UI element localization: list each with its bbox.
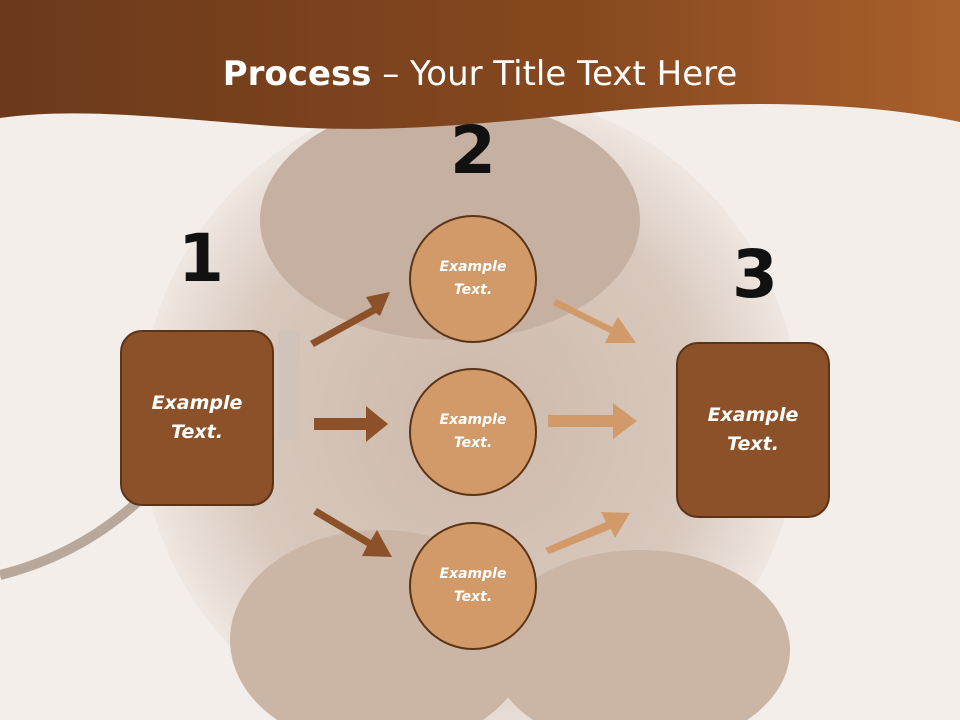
middle-circle-text: Example Text. <box>439 412 507 451</box>
right-box-text: Example Text. <box>707 404 799 455</box>
middle-circle[interactable]: Example Text. <box>409 368 537 496</box>
left-box[interactable]: Example Text. <box>120 330 274 506</box>
top-circle[interactable]: Example Text. <box>409 215 537 343</box>
title-rest: – Your Title Text Here <box>371 54 738 94</box>
left-box-text: Example Text. <box>151 392 243 443</box>
top-circle-text: Example Text. <box>439 259 507 298</box>
step-number-3: 3 <box>732 236 778 313</box>
slide-title: Process – Your Title Text Here <box>0 52 960 96</box>
title-bold: Process <box>222 54 372 94</box>
bottom-circle[interactable]: Example Text. <box>409 522 537 650</box>
right-box[interactable]: Example Text. <box>676 342 830 518</box>
step-number-2: 2 <box>450 112 496 189</box>
step-number-1: 1 <box>178 220 224 297</box>
bottom-circle-text: Example Text. <box>439 566 507 605</box>
